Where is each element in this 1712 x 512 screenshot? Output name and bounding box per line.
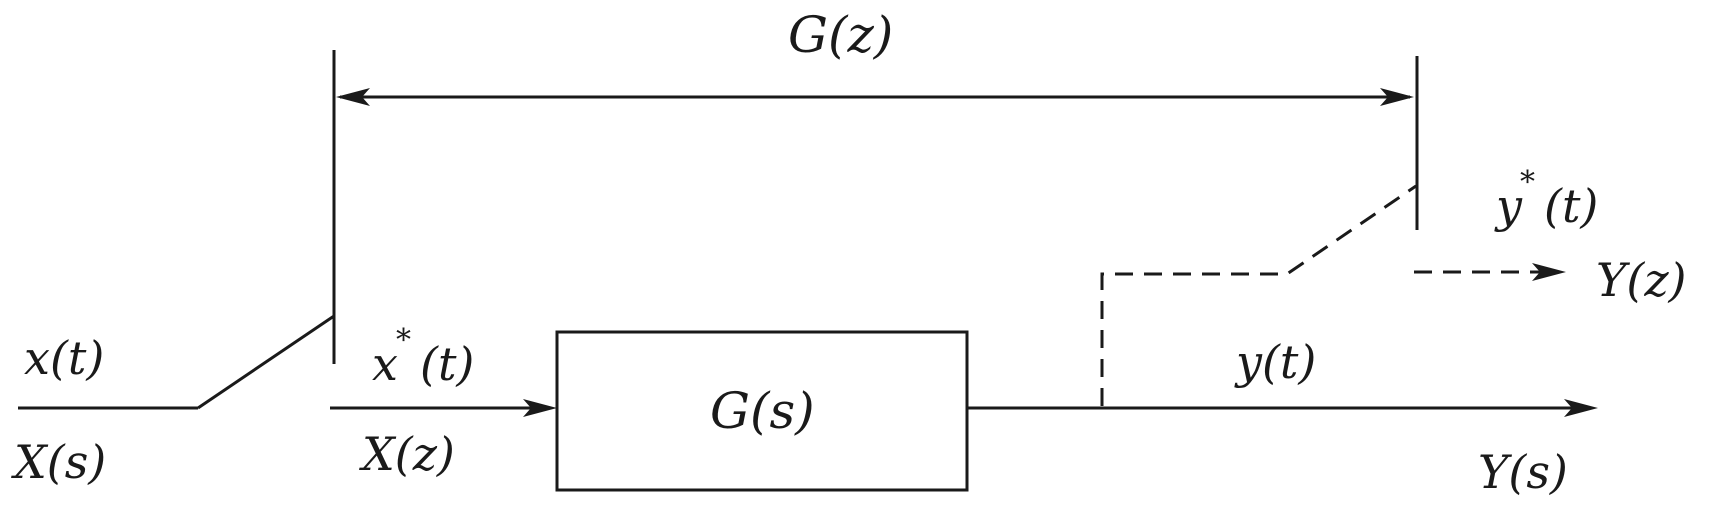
- output-time-label: y(t): [1234, 335, 1316, 389]
- svg-text:*: *: [396, 323, 411, 358]
- svg-text:(t): (t): [420, 337, 474, 391]
- output-sampler-dashed-branch: [1100, 184, 1417, 406]
- sampled-output-arrowhead: [1532, 263, 1566, 281]
- block-label: G(s): [710, 382, 815, 440]
- sampled-time-label: x * (t): [372, 323, 474, 391]
- sampled-z-label: X(z): [359, 427, 455, 481]
- output-sampled-time-label: y * (t): [1494, 165, 1598, 233]
- pulse-transfer-label: G(z): [788, 6, 893, 64]
- pulse-transfer-right-arrowhead: [1380, 88, 1414, 106]
- svg-text:*: *: [1520, 165, 1535, 200]
- sampled-input-arrowhead: [523, 399, 557, 417]
- input-laplace-label: X(s): [11, 435, 106, 489]
- svg-text:(t): (t): [1544, 179, 1598, 233]
- input-sampler-switch-arm: [197, 314, 335, 410]
- output-arrowhead: [1564, 399, 1598, 417]
- svg-text:y: y: [1494, 179, 1523, 233]
- input-time-label: x(t): [24, 331, 104, 385]
- svg-text:x: x: [372, 337, 398, 391]
- transfer-block-gs: [555, 330, 969, 492]
- output-laplace-label: Y(s): [1478, 445, 1568, 499]
- output-z-label: Y(z): [1596, 253, 1687, 307]
- pulse-transfer-left-arrowhead: [336, 88, 370, 106]
